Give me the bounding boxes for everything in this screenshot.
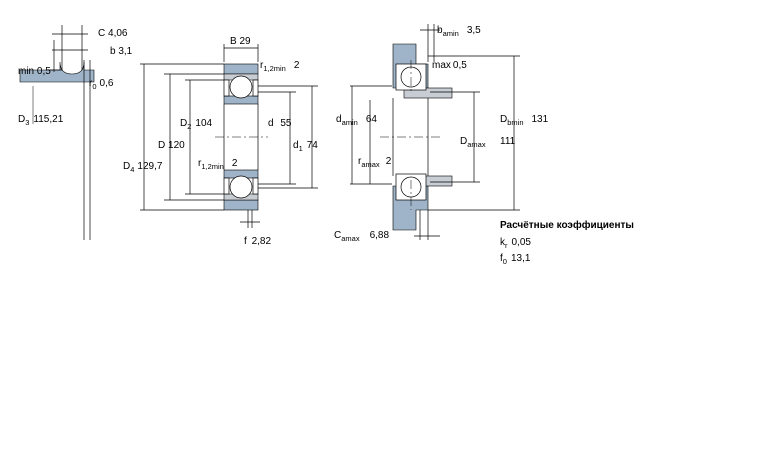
groove-c-label: C 4,06 (98, 28, 128, 39)
bearing-f-label: f 2,82 (244, 236, 271, 247)
mount-damax-label: Damax (460, 136, 486, 149)
bearing-d-label: d 55 (268, 118, 292, 129)
coefficients-title: Расчётные коэффициенты (500, 219, 634, 231)
bearing-outer-d-label: D 120 (158, 140, 185, 151)
mount-damax-value: 111 (500, 136, 516, 147)
groove-b-label: b 3,1 (110, 46, 133, 57)
bearing-b-label: B 29 (230, 36, 251, 47)
groove-min-label: min 0,5 (18, 66, 51, 77)
